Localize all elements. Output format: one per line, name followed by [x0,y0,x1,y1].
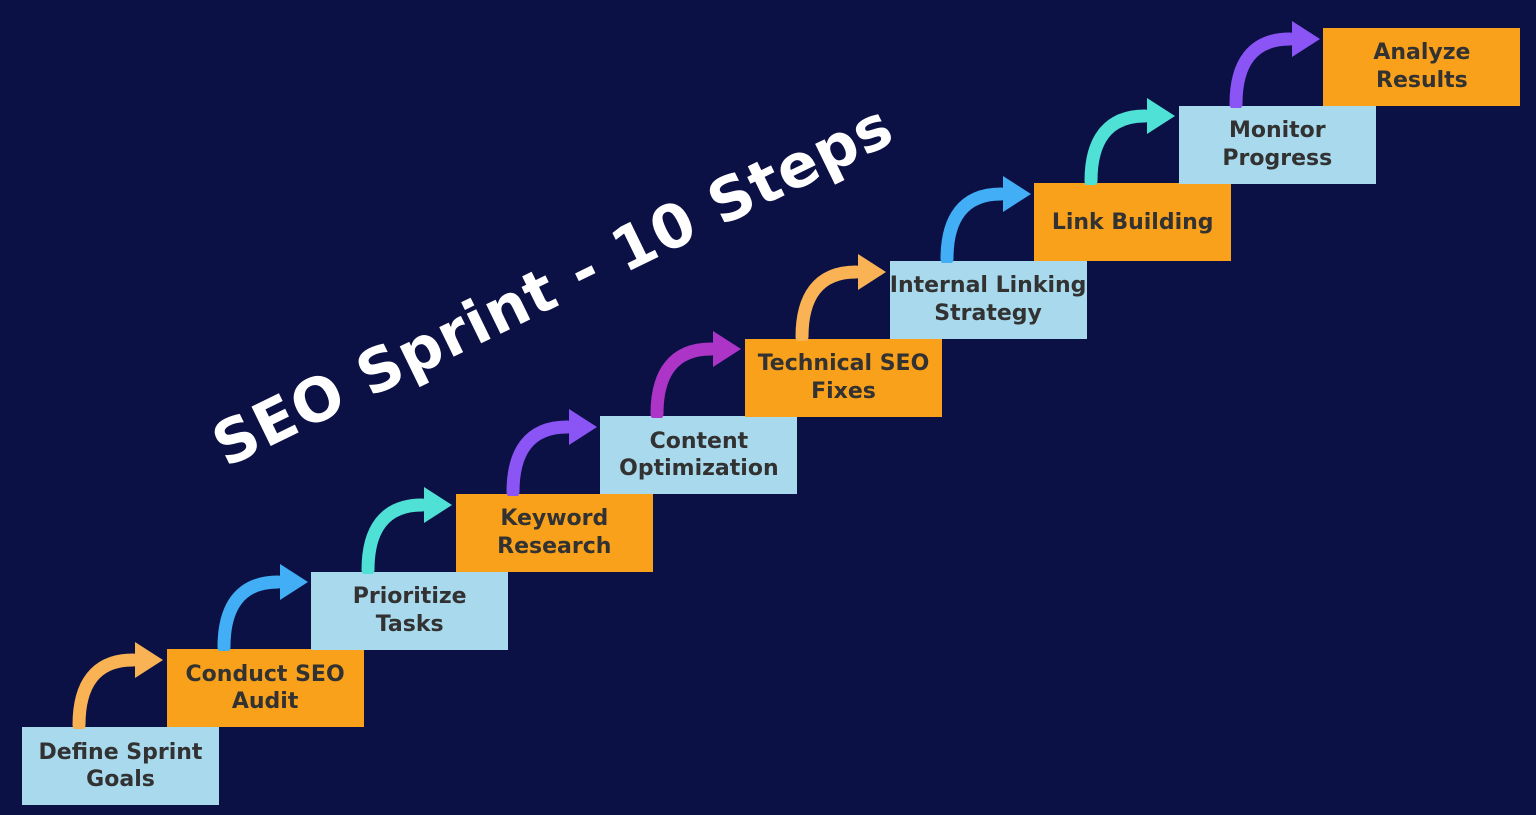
curved-arrow-icon-2-to-3 [217,564,308,652]
step-box-4: Keyword Research [455,493,653,572]
step-box-6: Technical SEO Fixes [745,338,942,417]
step-box-8: Link Building [1034,183,1232,262]
curved-arrow-icon-8-to-9 [1084,98,1176,186]
step-label-10: Analyze Results [1373,40,1471,93]
step-label-3: Prioritize Tasks [352,584,467,637]
step-label-2: Conduct SEO Audit [185,661,345,715]
curved-arrow-icon-5-to-6 [650,331,742,419]
step-label-9: Monitor Progress [1222,118,1333,171]
step-box-1: Define Sprint Goals [22,727,219,805]
curved-arrow-icon-6-to-7 [795,253,886,341]
step-box-2: Conduct SEO Audit [166,649,364,728]
step-label-6: Technical SEO Fixes [757,351,930,404]
step-box-7: Internal Linking Strategy [889,260,1087,339]
curved-arrow-icon-9-to-10 [1229,20,1320,108]
curved-arrow-icon-3-to-4 [361,486,453,574]
step-label-7: Internal Linking Strategy [889,273,1087,326]
curved-arrow-icon-4-to-5 [506,408,597,496]
step-label-1: Define Sprint Goals [38,739,203,793]
curved-arrow-icon-7-to-8 [940,175,1031,263]
step-box-10: Analyze Results [1323,27,1521,106]
step-box-5: Content Optimization [600,416,798,495]
step-box-9: Monitor Progress [1178,105,1376,184]
curved-arrow-icon-1-to-2 [72,642,163,729]
step-label-4: Keyword Research [497,506,612,559]
step-label-5: Content Optimization [619,428,779,482]
step-label-8: Link Building [1051,209,1214,235]
step-box-3: Prioritize Tasks [311,571,509,650]
